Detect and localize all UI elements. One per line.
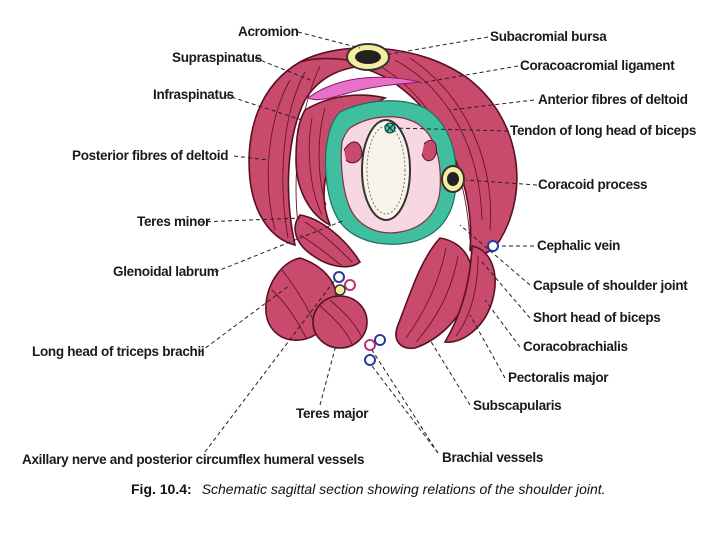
- coracobrachialis-muscle: [443, 245, 496, 343]
- brachial-vessels-icons: [364, 334, 386, 366]
- supraspinatus-band: [306, 76, 421, 101]
- label-posterior-deltoid: Posterior fibres of deltoid: [72, 148, 228, 163]
- caption-text: Schematic sagittal section showing relat…: [202, 481, 606, 497]
- teres-minor-muscle: [294, 214, 362, 268]
- label-brachial-vessels: Brachial vessels: [442, 450, 543, 465]
- label-teres-minor: Teres minor: [137, 214, 211, 229]
- caption-number: Fig. 10.4:: [131, 481, 192, 497]
- label-anterior-deltoid: Anterior fibres of deltoid: [538, 92, 688, 107]
- teres-major-muscle: [312, 295, 368, 349]
- label-tendon-biceps: Tendon of long head of biceps: [510, 123, 696, 138]
- label-capsule: Capsule of shoulder joint: [533, 278, 688, 293]
- figure-caption: Fig. 10.4: Schematic sagittal section sh…: [131, 481, 606, 498]
- label-supraspinatus: Supraspinatus: [172, 50, 262, 65]
- label-coracoacromial-ligament: Coracoacromial ligament: [520, 58, 675, 73]
- label-pectoralis-major: Pectoralis major: [508, 370, 609, 385]
- label-long-head-triceps: Long head of triceps brachii: [32, 344, 204, 359]
- axillary-vessels: [333, 271, 356, 296]
- label-coracoid-process: Coracoid process: [538, 177, 647, 192]
- infraspinatus-muscle: [295, 94, 388, 227]
- label-subacromial-bursa: Subacromial bursa: [490, 29, 607, 44]
- label-cephalic-vein: Cephalic vein: [537, 238, 620, 253]
- glenoidal-labrum-fold: [343, 141, 363, 164]
- label-infraspinatus: Infraspinatus: [153, 87, 234, 102]
- cephalic-vein-icon: [487, 240, 499, 252]
- label-axillary-nerve: Axillary nerve and posterior circumflex …: [22, 452, 364, 467]
- leader-lines: [199, 31, 538, 454]
- label-subscapularis: Subscapularis: [473, 398, 561, 413]
- label-acromion: Acromion: [238, 24, 299, 39]
- label-coracobrachialis: Coracobrachialis: [523, 339, 628, 354]
- coracoid-process-bone: [441, 165, 465, 193]
- humeral-head: [361, 119, 411, 221]
- label-short-head-biceps: Short head of biceps: [533, 310, 661, 325]
- label-teres-major: Teres major: [296, 406, 369, 421]
- acromion-bone: [346, 43, 390, 71]
- label-glenoidal-labrum: Glenoidal labrum: [113, 264, 219, 279]
